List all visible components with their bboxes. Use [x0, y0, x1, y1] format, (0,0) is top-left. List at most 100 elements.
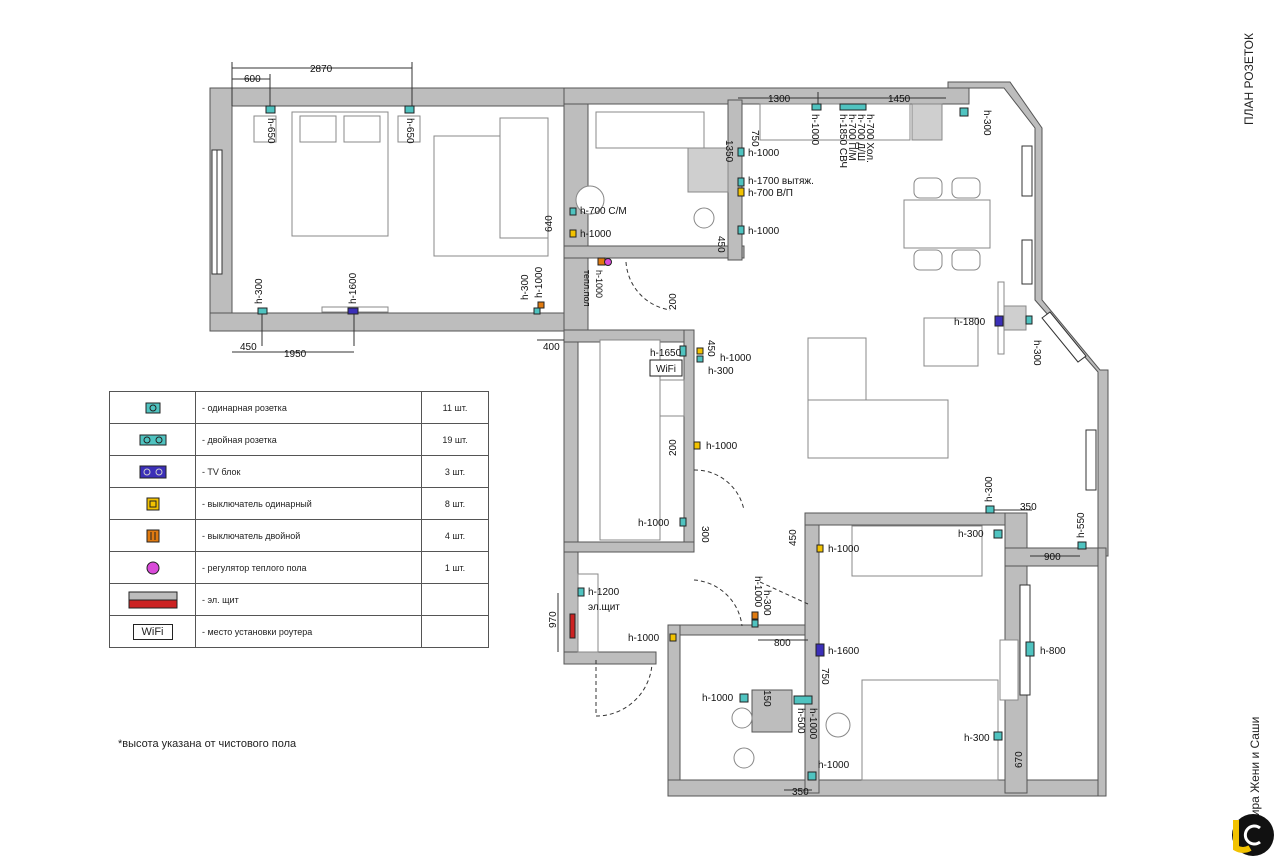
double-switch-icon — [537, 301, 545, 309]
dim-640: 640 — [544, 215, 555, 232]
label-h1000-br: h-1000 — [828, 544, 860, 555]
socket-icon — [739, 693, 749, 703]
label-h700-dsh: h-700 Д/Ш — [855, 114, 866, 161]
socket-icon — [404, 105, 415, 114]
label-h1000-kit2: h-1000 — [748, 226, 780, 237]
legend-qty: 1 шт. — [421, 551, 489, 584]
socket-icon — [737, 225, 745, 235]
label-h1000-sw: h-1000 — [752, 576, 763, 608]
label-h1000-k: h-1000 — [809, 114, 820, 146]
socket-icon — [533, 307, 541, 315]
label-h1000-corr: h-1000 — [706, 441, 738, 452]
label-elshit: эл.щит — [588, 602, 620, 613]
electrical-panel-icon — [569, 613, 576, 639]
single-switch-icon — [737, 187, 745, 197]
label-h1000-wc3: h-1000 — [818, 760, 850, 771]
single-socket-icon — [145, 402, 160, 413]
dim-350: 350 — [1020, 502, 1037, 513]
dim-1350: 1350 — [723, 140, 734, 163]
floor-heating-regulator-icon — [604, 258, 612, 266]
legend-row: - регулятор теплого пола 1 шт. — [109, 551, 489, 584]
legend-label: - TV блок — [195, 455, 422, 488]
wifi-tag: WiFi — [656, 364, 676, 375]
dim-1950: 1950 — [284, 349, 307, 360]
legend-row: - одинарная розетка 11 шт. — [109, 391, 489, 424]
label-h1000-wc: h-1000 — [702, 693, 734, 704]
label-h1700: h-1700 вытяж. — [748, 176, 814, 187]
dim-200: 200 — [668, 293, 679, 310]
legend-table: - одинарная розетка 11 шт. - двойная роз… — [109, 391, 489, 648]
legend-qty: 11 шт. — [421, 391, 489, 424]
socket-icon — [257, 307, 268, 315]
dim-450-br: 450 — [788, 529, 799, 546]
socket-icon — [265, 105, 276, 114]
socket-icon — [679, 517, 687, 527]
socket-icon — [1077, 541, 1087, 550]
label-h300-bed: h-300 — [254, 278, 265, 304]
label-h300-sw: h-300 — [761, 590, 772, 616]
label-h550: h-550 — [1076, 512, 1087, 538]
dim-750-kitchen: 750 — [749, 130, 760, 147]
label-h1800: h-1800 — [954, 317, 986, 328]
single-switch-icon — [693, 441, 701, 450]
single-switch-icon — [816, 544, 824, 553]
legend-label: - эл. щит — [195, 583, 422, 616]
label-h700-hol: h-700 Хол. — [864, 114, 875, 163]
label-h1000-tp: h-1000 — [594, 270, 604, 298]
socket-icon — [696, 355, 704, 363]
page-title-text: ПЛАН РОЗЕТОК — [1242, 33, 1256, 125]
dim-200-b: 200 — [668, 439, 679, 456]
studio-logo — [1232, 814, 1274, 856]
wifi-router-icon — [649, 359, 683, 377]
label-h700-vp: h-700 В/П — [748, 188, 793, 199]
legend-qty — [421, 615, 489, 648]
socket-group-icon — [793, 695, 813, 705]
double-switch-icon — [597, 257, 606, 266]
legend-label: - двойная розетка — [195, 423, 422, 456]
legend-label: - выключатель двойной — [195, 519, 422, 552]
label-h300-br3: h-300 — [964, 733, 990, 744]
double-switch-icon — [146, 529, 159, 542]
walls — [209, 81, 1109, 797]
label-h1000-wc2: h-1000 — [807, 708, 818, 740]
page-title: ПЛАН РОЗЕТОК — [1240, 20, 1260, 130]
legend-qty: 4 шт. — [421, 519, 489, 552]
tv-block-icon — [347, 307, 359, 315]
label-h300-hall: h-300 — [520, 274, 531, 300]
socket-icon — [811, 103, 822, 111]
socket-icon — [993, 529, 1003, 539]
single-switch-icon — [696, 347, 704, 355]
dim-400: 400 — [543, 342, 560, 353]
socket-icon — [985, 505, 995, 514]
dim-150: 150 — [761, 690, 772, 707]
legend-label: - регулятор теплого пола — [195, 551, 422, 584]
label-h1000-kit1: h-1000 — [748, 148, 780, 159]
legend-row: - двойная розетка 19 шт. — [109, 423, 489, 456]
tv-block-icon — [139, 465, 166, 478]
dim-350-wc: 350 — [792, 787, 809, 798]
label-h300-liv: h-300 — [1031, 340, 1042, 366]
tv-block-icon — [994, 315, 1004, 327]
dim-670: 670 — [1014, 751, 1025, 768]
double-switch-icon — [751, 611, 759, 620]
legend-qty: 19 шт. — [421, 423, 489, 456]
dim-450-bath: 450 — [715, 236, 726, 253]
single-switch-icon — [669, 633, 677, 642]
label-h1000-ent: h-1000 — [638, 518, 670, 529]
label-h1000-bath: h-1000 — [580, 229, 612, 240]
dim-750-br: 750 — [819, 668, 830, 685]
label-h300-br1: h-300 — [984, 476, 995, 502]
height-note: *высота указана от чистового пола — [118, 738, 297, 750]
socket-icon — [959, 107, 969, 117]
dim-2870: 2870 — [310, 64, 333, 75]
socket-icon — [569, 207, 577, 216]
label-h300-k: h-300 — [981, 110, 992, 136]
socket-icon — [737, 147, 745, 157]
label-h1200: h-1200 — [588, 587, 620, 598]
dim-450: 450 — [240, 342, 257, 353]
legend-row: - выключатель одинарный 8 шт. — [109, 487, 489, 520]
single-switch-icon — [146, 497, 159, 510]
label-h1650: h-1650 — [650, 348, 682, 359]
dim-300: 300 — [699, 526, 710, 543]
